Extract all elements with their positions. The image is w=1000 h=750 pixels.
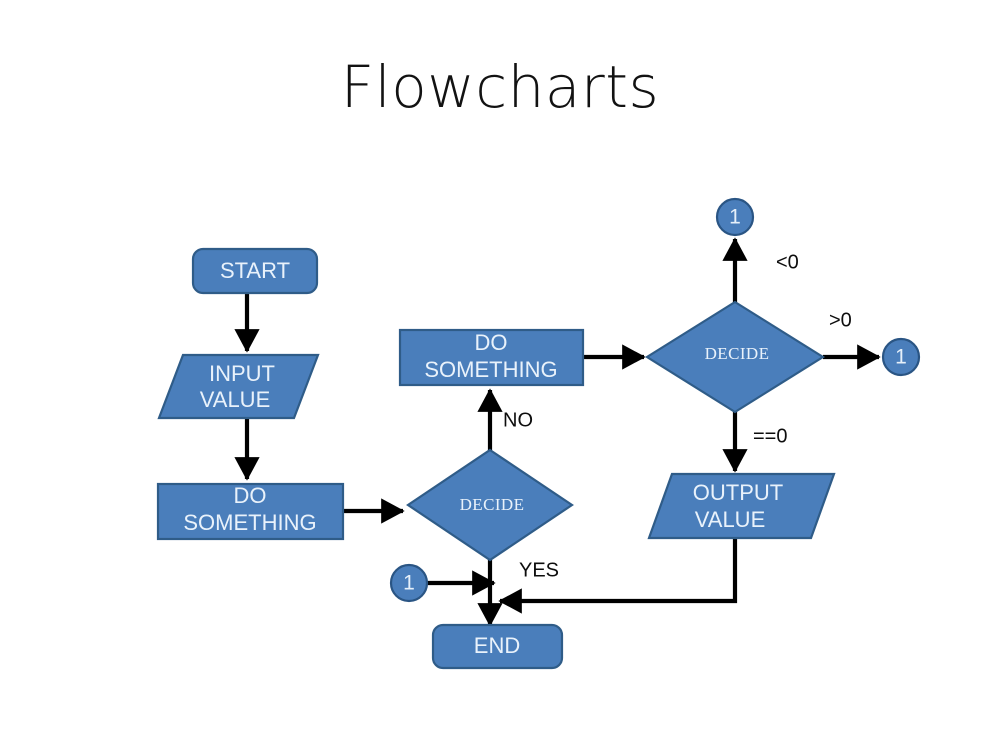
node-connector-top[interactable]: 1	[715, 197, 755, 237]
decide-left-label: DECIDE	[460, 495, 525, 514]
do-something-left-label-line2: SOMETHING	[183, 510, 316, 535]
output-value-label-line2: VALUE	[695, 507, 766, 532]
do-something-top-shape	[398, 328, 585, 387]
connector-output-to-end-path	[498, 538, 738, 614]
node-connector-bottom-left[interactable]: 1	[389, 563, 429, 603]
edge-label-greater-than-zero: >0	[829, 309, 852, 331]
node-decide-left[interactable]: DECIDE	[406, 448, 574, 562]
output-value-label-line1: OUTPUT	[693, 480, 783, 505]
node-do-something-top[interactable]: DO SOMETHING	[398, 328, 585, 387]
output-value-shape	[647, 472, 836, 540]
do-something-left-label-line1: DO	[234, 483, 267, 508]
node-do-something-left[interactable]: DO SOMETHING	[156, 482, 345, 541]
connector-bottom-left-shape	[389, 563, 429, 603]
connector-bottom-left-label: 1	[403, 572, 415, 595]
connector-top-shape	[715, 197, 755, 237]
do-something-left-shape	[156, 482, 345, 541]
edge-label-equals-zero: ==0	[753, 425, 787, 447]
end-shape	[431, 623, 564, 670]
connector-right-label: 1	[895, 346, 907, 369]
do-something-top-label-line2: SOMETHING	[424, 357, 557, 382]
connector-top-label: 1	[729, 206, 741, 229]
node-decide-right[interactable]: DECIDE	[644, 300, 826, 414]
end-label: END	[474, 633, 520, 658]
edge-label-less-than-zero: <0	[776, 251, 799, 273]
node-start[interactable]: START	[191, 247, 319, 295]
edge-label-no: NO	[503, 409, 533, 431]
connector-right-shape	[881, 337, 921, 377]
page-title: Flowcharts	[340, 53, 660, 121]
start-shape	[191, 247, 319, 295]
node-output-value[interactable]: OUTPUT VALUE	[647, 472, 836, 540]
start-label: START	[220, 258, 290, 283]
node-input-value[interactable]: INPUT VALUE	[157, 353, 320, 420]
node-end[interactable]: END	[431, 623, 564, 670]
input-value-label-line1: INPUT	[209, 361, 275, 386]
input-value-label-line2: VALUE	[200, 387, 271, 412]
decide-right-label: DECIDE	[705, 344, 770, 363]
edge-label-yes: YES	[519, 559, 559, 581]
decide-right-shape	[644, 300, 826, 414]
node-connector-right[interactable]: 1	[881, 337, 921, 377]
do-something-top-label-line1: DO	[475, 330, 508, 355]
input-value-shape	[157, 353, 320, 420]
decide-left-shape	[406, 448, 574, 562]
